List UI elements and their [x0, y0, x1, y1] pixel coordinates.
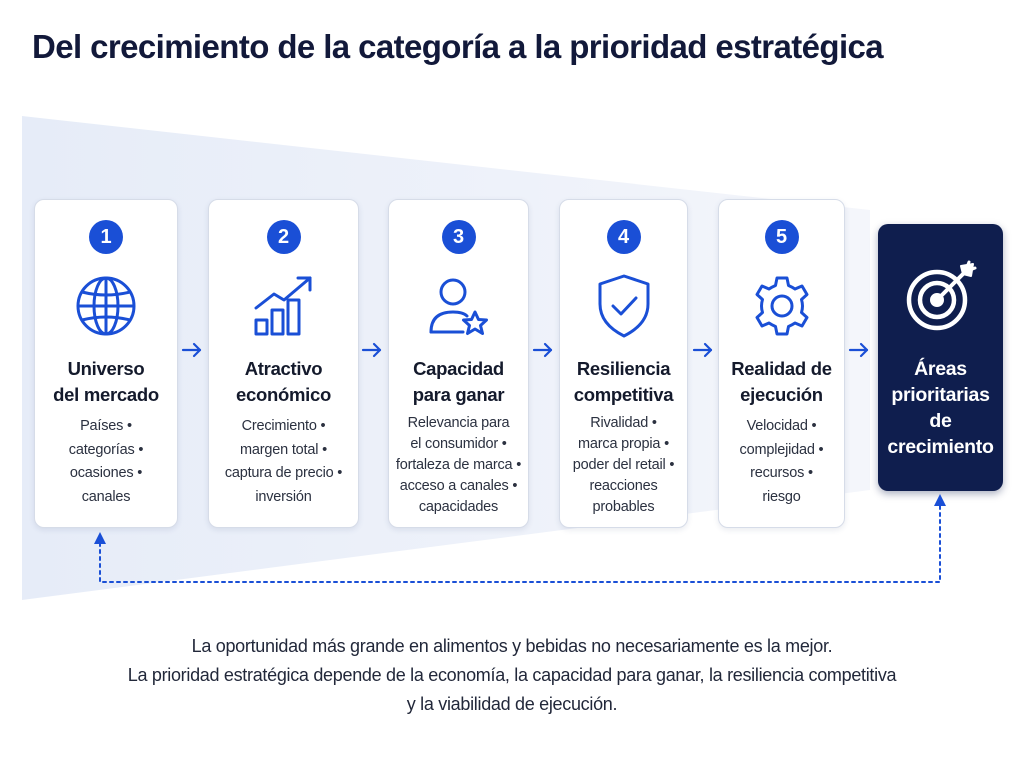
step-title: Resiliencia competitiva [573, 358, 674, 405]
step-number-badge: 3 [441, 220, 476, 254]
footer-note: La oportunidad más grande en alimentos y… [60, 632, 964, 719]
page-title: Del crecimiento de la categoría a la pri… [32, 28, 884, 65]
target-arrow-icon [906, 260, 976, 331]
step-card-2: 2 Atractivo económico Crecimiento • marg… [208, 199, 359, 528]
person-star-icon [429, 278, 488, 335]
arrow-right-icon [532, 342, 553, 358]
growth-chart-icon [254, 276, 311, 336]
footer-line: y la viabilidad de ejecución. [406, 694, 618, 714]
step-title: Atractivo económico [236, 358, 331, 405]
step-title: Realidad de ejecución [731, 358, 832, 405]
step-card-5: 5 Realidad de ejecución Velocidad • comp… [718, 199, 845, 528]
step-number-badge: 5 [764, 220, 799, 254]
priority-areas-box: Áreas prioritarias de crecimiento [878, 224, 1003, 491]
gear-icon [755, 276, 808, 336]
priority-areas-title: Áreas prioritarias de crecimiento [887, 358, 994, 458]
step-card-4: 4 Resiliencia competitiva Rivalidad • ma… [559, 199, 688, 528]
step-card-1: 1 Universo del mercado Países • categorí… [34, 199, 178, 528]
footer-line: La prioridad estratégica depende de la e… [127, 665, 897, 685]
step-number-badge: 1 [89, 220, 123, 254]
step-number-badge: 4 [606, 220, 641, 254]
arrow-right-icon [181, 342, 202, 358]
step-description: Rivalidad • marca propia • poder del ret… [572, 415, 675, 515]
step-title: Universo del mercado [53, 358, 159, 405]
shield-check-icon [598, 274, 649, 338]
step-description: Países • categorías • ocasiones • canale… [68, 418, 144, 505]
arrow-right-icon [848, 342, 869, 358]
arrow-right-icon [692, 342, 713, 358]
footer-line: La oportunidad más grande en alimentos y… [191, 636, 833, 656]
globe-icon [76, 276, 136, 336]
step-description: Relevancia para el consumidor • fortalez… [395, 415, 522, 515]
step-number-badge: 2 [266, 220, 301, 254]
step-description: Velocidad • complejidad • recursos • rie… [739, 418, 824, 505]
step-card-3: 3 Capacidad para ganar Relevancia para e… [388, 199, 529, 528]
step-title: Capacidad para ganar [412, 358, 505, 405]
step-description: Crecimiento • margen total • captura de … [224, 418, 343, 505]
arrow-right-icon [361, 342, 382, 358]
